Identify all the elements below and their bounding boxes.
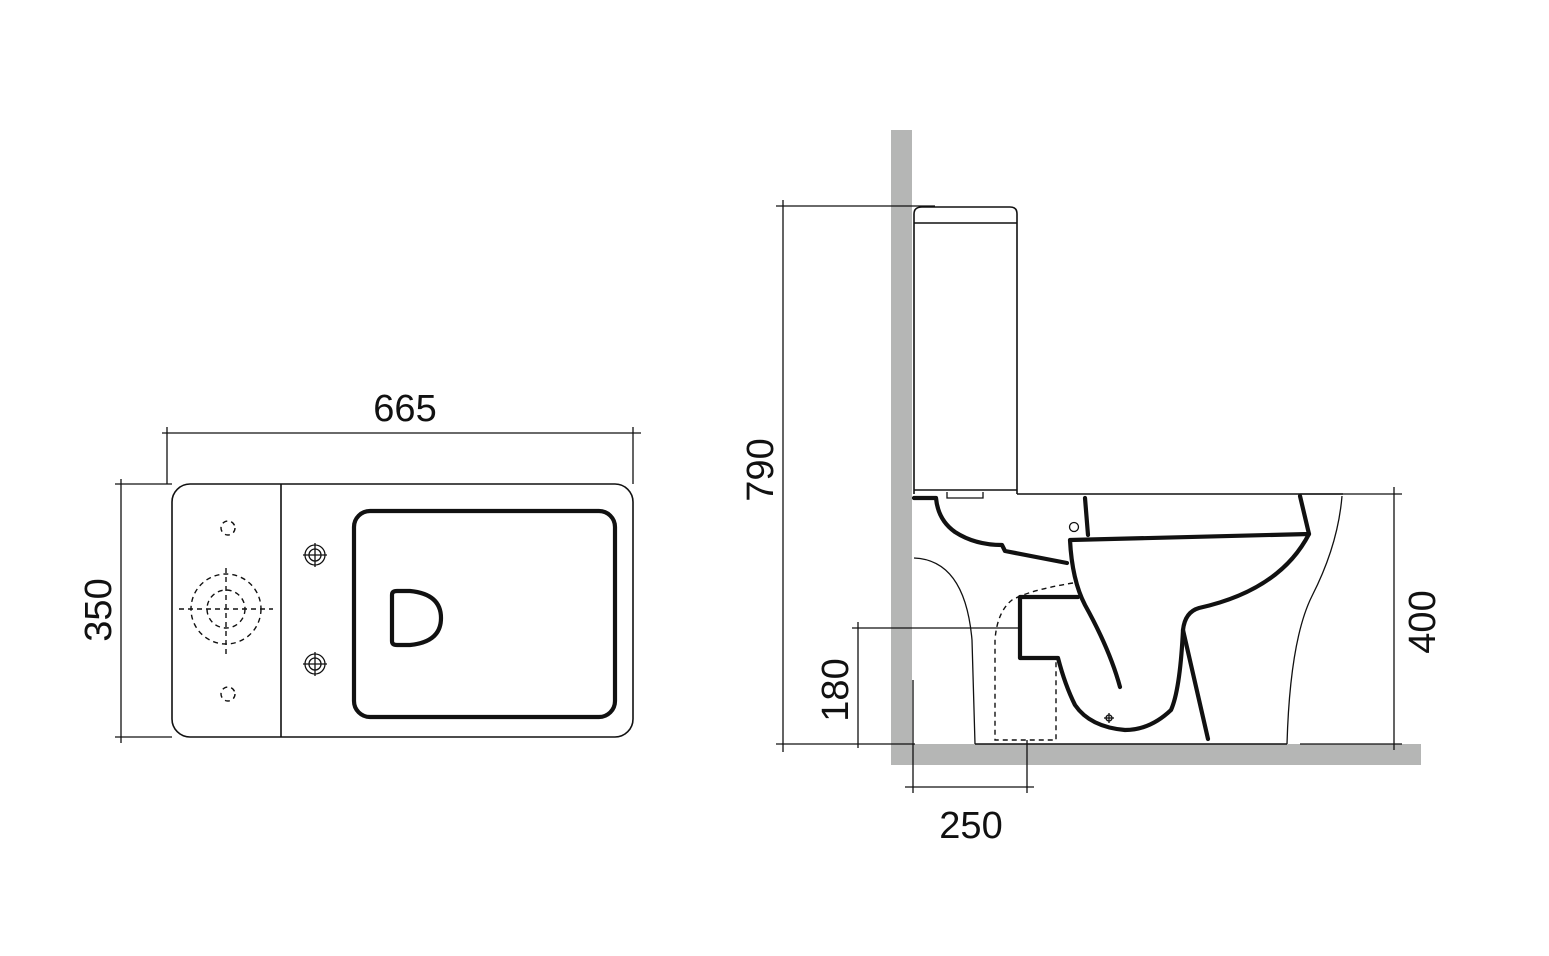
bowl-opening: [389, 588, 444, 648]
hinge-pin-icon: [1068, 521, 1080, 533]
outlet-height-dimension: 180: [815, 622, 1020, 748]
outlet-distance-label: 250: [939, 805, 1002, 847]
seat-outline: [351, 508, 618, 720]
seat-height-label: 400: [1402, 590, 1444, 653]
side-view: 790 180 250 400: [740, 130, 1444, 847]
cistern: [913, 206, 1343, 499]
floor: [891, 744, 1421, 765]
outlet-connector: [994, 582, 1074, 741]
hinge-bolt-icon: [303, 543, 327, 567]
seat: [1067, 493, 1312, 690]
wall: [891, 130, 912, 765]
plan-outline: [171, 483, 634, 738]
jet-icon: [1104, 713, 1114, 723]
depth-dimension: 350: [78, 479, 172, 743]
seat-back: [1082, 495, 1091, 538]
depth-label: 350: [78, 578, 120, 641]
width-dimension: 665: [162, 388, 641, 484]
plan-view: 665 350: [78, 388, 641, 743]
total-height-label: 790: [740, 438, 782, 501]
total-height-dimension: 790: [740, 200, 935, 752]
pan-front-line: [1180, 627, 1211, 742]
outlet-distance-dimension: 250: [905, 680, 1034, 847]
outlet-height-label: 180: [815, 658, 857, 721]
seat-height-dimension: 400: [1300, 487, 1444, 750]
pan-body: [913, 495, 1343, 745]
hinge-bolt-icon: [303, 652, 327, 676]
bowl-trap: [911, 493, 1312, 742]
width-label: 665: [373, 388, 436, 430]
flush-valve-symbol: [179, 520, 273, 702]
